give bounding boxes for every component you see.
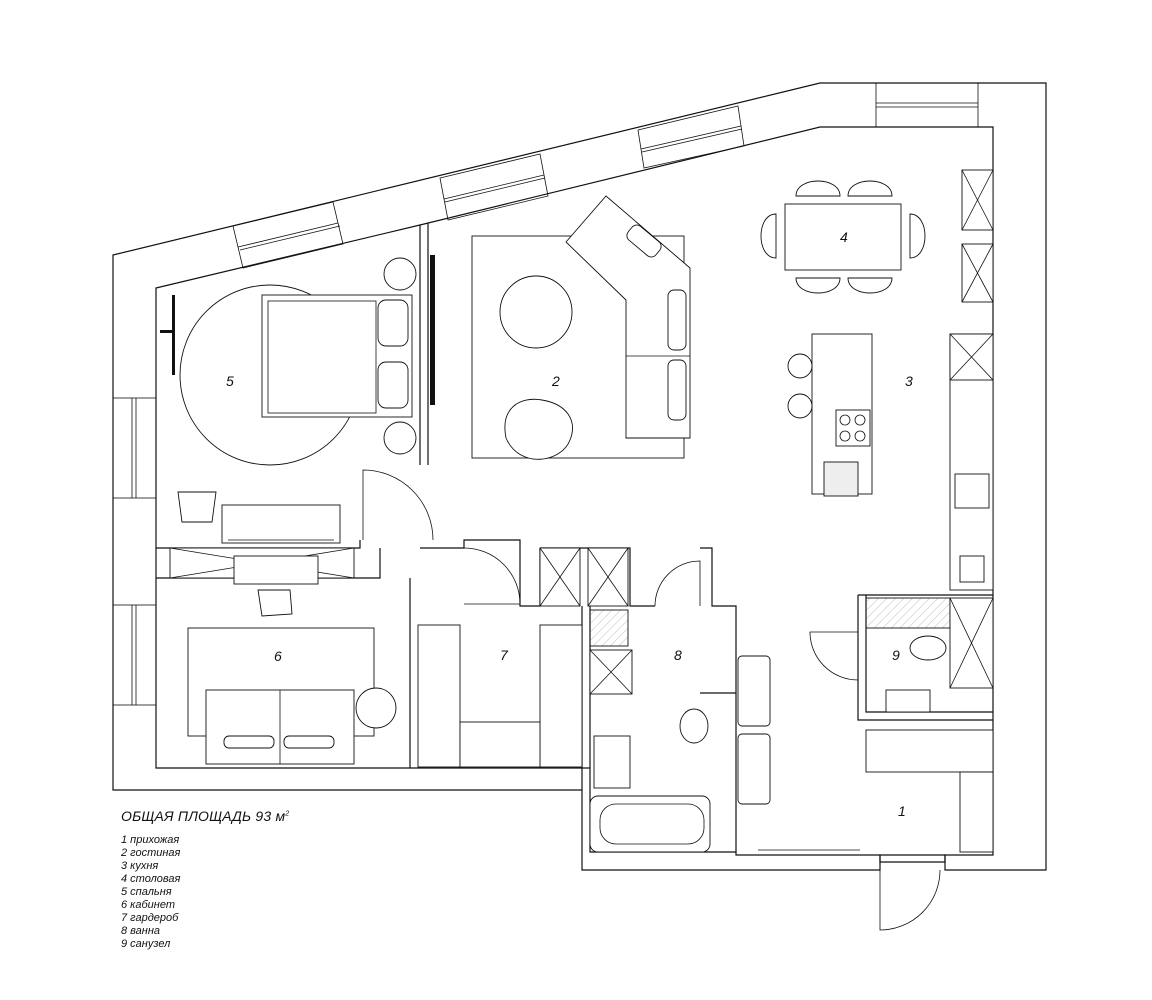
living-furniture (471, 195, 691, 460)
room-number-3: 3 (905, 373, 913, 389)
toilet-furniture (865, 597, 994, 853)
wall-lamp (172, 295, 175, 375)
dining-table (784, 203, 902, 271)
door-office (463, 547, 521, 605)
armchair-living (504, 398, 573, 460)
cooktop (835, 409, 871, 447)
coffee-table (499, 275, 573, 349)
room-number-8: 8 (674, 647, 682, 663)
legend-item: 1 прихожая (121, 834, 180, 846)
door-entrance (879, 869, 941, 931)
legend-item: 3 кухня (121, 860, 159, 872)
entrance-wardrobe (865, 729, 994, 773)
doors (362, 469, 941, 931)
door-bedroom (362, 469, 434, 541)
room-legend-list: 1 прихожая 2 гостиная 3 кухня 4 столовая… (121, 834, 289, 951)
window-kitchen (875, 82, 979, 128)
wardrobe-furniture (417, 547, 583, 768)
window-living-2 (637, 105, 745, 169)
kitchen-sink (954, 473, 990, 509)
office-chair (257, 589, 293, 617)
door-toilet (809, 631, 859, 681)
room-number-2: 2 (551, 373, 560, 389)
legend-item: 4 столовая (121, 873, 181, 885)
office-side-table (355, 687, 397, 729)
towel-1 (737, 655, 771, 727)
room-number-4: 4 (840, 229, 848, 245)
total-area-label: ОБЩАЯ ПЛОЩАДЬ 93 м2 (121, 808, 290, 824)
nightstand-2 (383, 421, 417, 455)
toilet-wc (909, 635, 947, 661)
legend-item: 9 санузел (121, 938, 171, 950)
plan-legend: ОБЩАЯ ПЛОЩАДЬ 93 м2 1 прихожая 2 гостина… (121, 808, 289, 951)
dressing-table (221, 504, 341, 544)
dining-furniture (760, 180, 926, 294)
window-bedroom-side (112, 397, 157, 499)
window-living-1 (439, 153, 549, 221)
room-number-7: 7 (500, 647, 509, 663)
windows (112, 82, 979, 706)
tv-panel (430, 255, 435, 405)
toilet-bath (679, 708, 709, 744)
washing-machine (593, 735, 631, 789)
towel-2 (737, 733, 771, 805)
room-number-5: 5 (226, 373, 234, 389)
room-number-9: 9 (892, 647, 900, 663)
office-furniture (169, 547, 397, 765)
office-desk (233, 555, 319, 585)
area-superscript: 2 (285, 810, 290, 818)
armchair-bedroom (177, 491, 217, 523)
nightstand-1 (383, 257, 417, 291)
bedroom-furniture (160, 255, 435, 544)
pillow-1 (377, 299, 409, 347)
sofa-corner (565, 195, 691, 439)
island-sink (823, 461, 859, 497)
door-bath (654, 560, 701, 607)
legend-item: 7 гардероб (121, 912, 179, 924)
room-number-6: 6 (274, 648, 282, 664)
window-office (112, 604, 157, 706)
legend-item: 2 гостиная (121, 847, 181, 859)
legend-item: 6 кабинет (121, 899, 176, 911)
kitchen-furniture (787, 169, 994, 591)
window-bedroom-top (232, 201, 344, 269)
legend-item: 5 спальня (121, 886, 172, 898)
toilet-sink (885, 689, 931, 713)
legend-item: 8 ванна (121, 925, 161, 937)
bathtub (589, 795, 711, 853)
pillow-2 (377, 361, 409, 409)
room-number-1: 1 (898, 803, 906, 819)
room-numbers: 1 2 3 4 5 6 7 8 9 (226, 229, 913, 819)
bathroom-furniture (587, 547, 771, 853)
